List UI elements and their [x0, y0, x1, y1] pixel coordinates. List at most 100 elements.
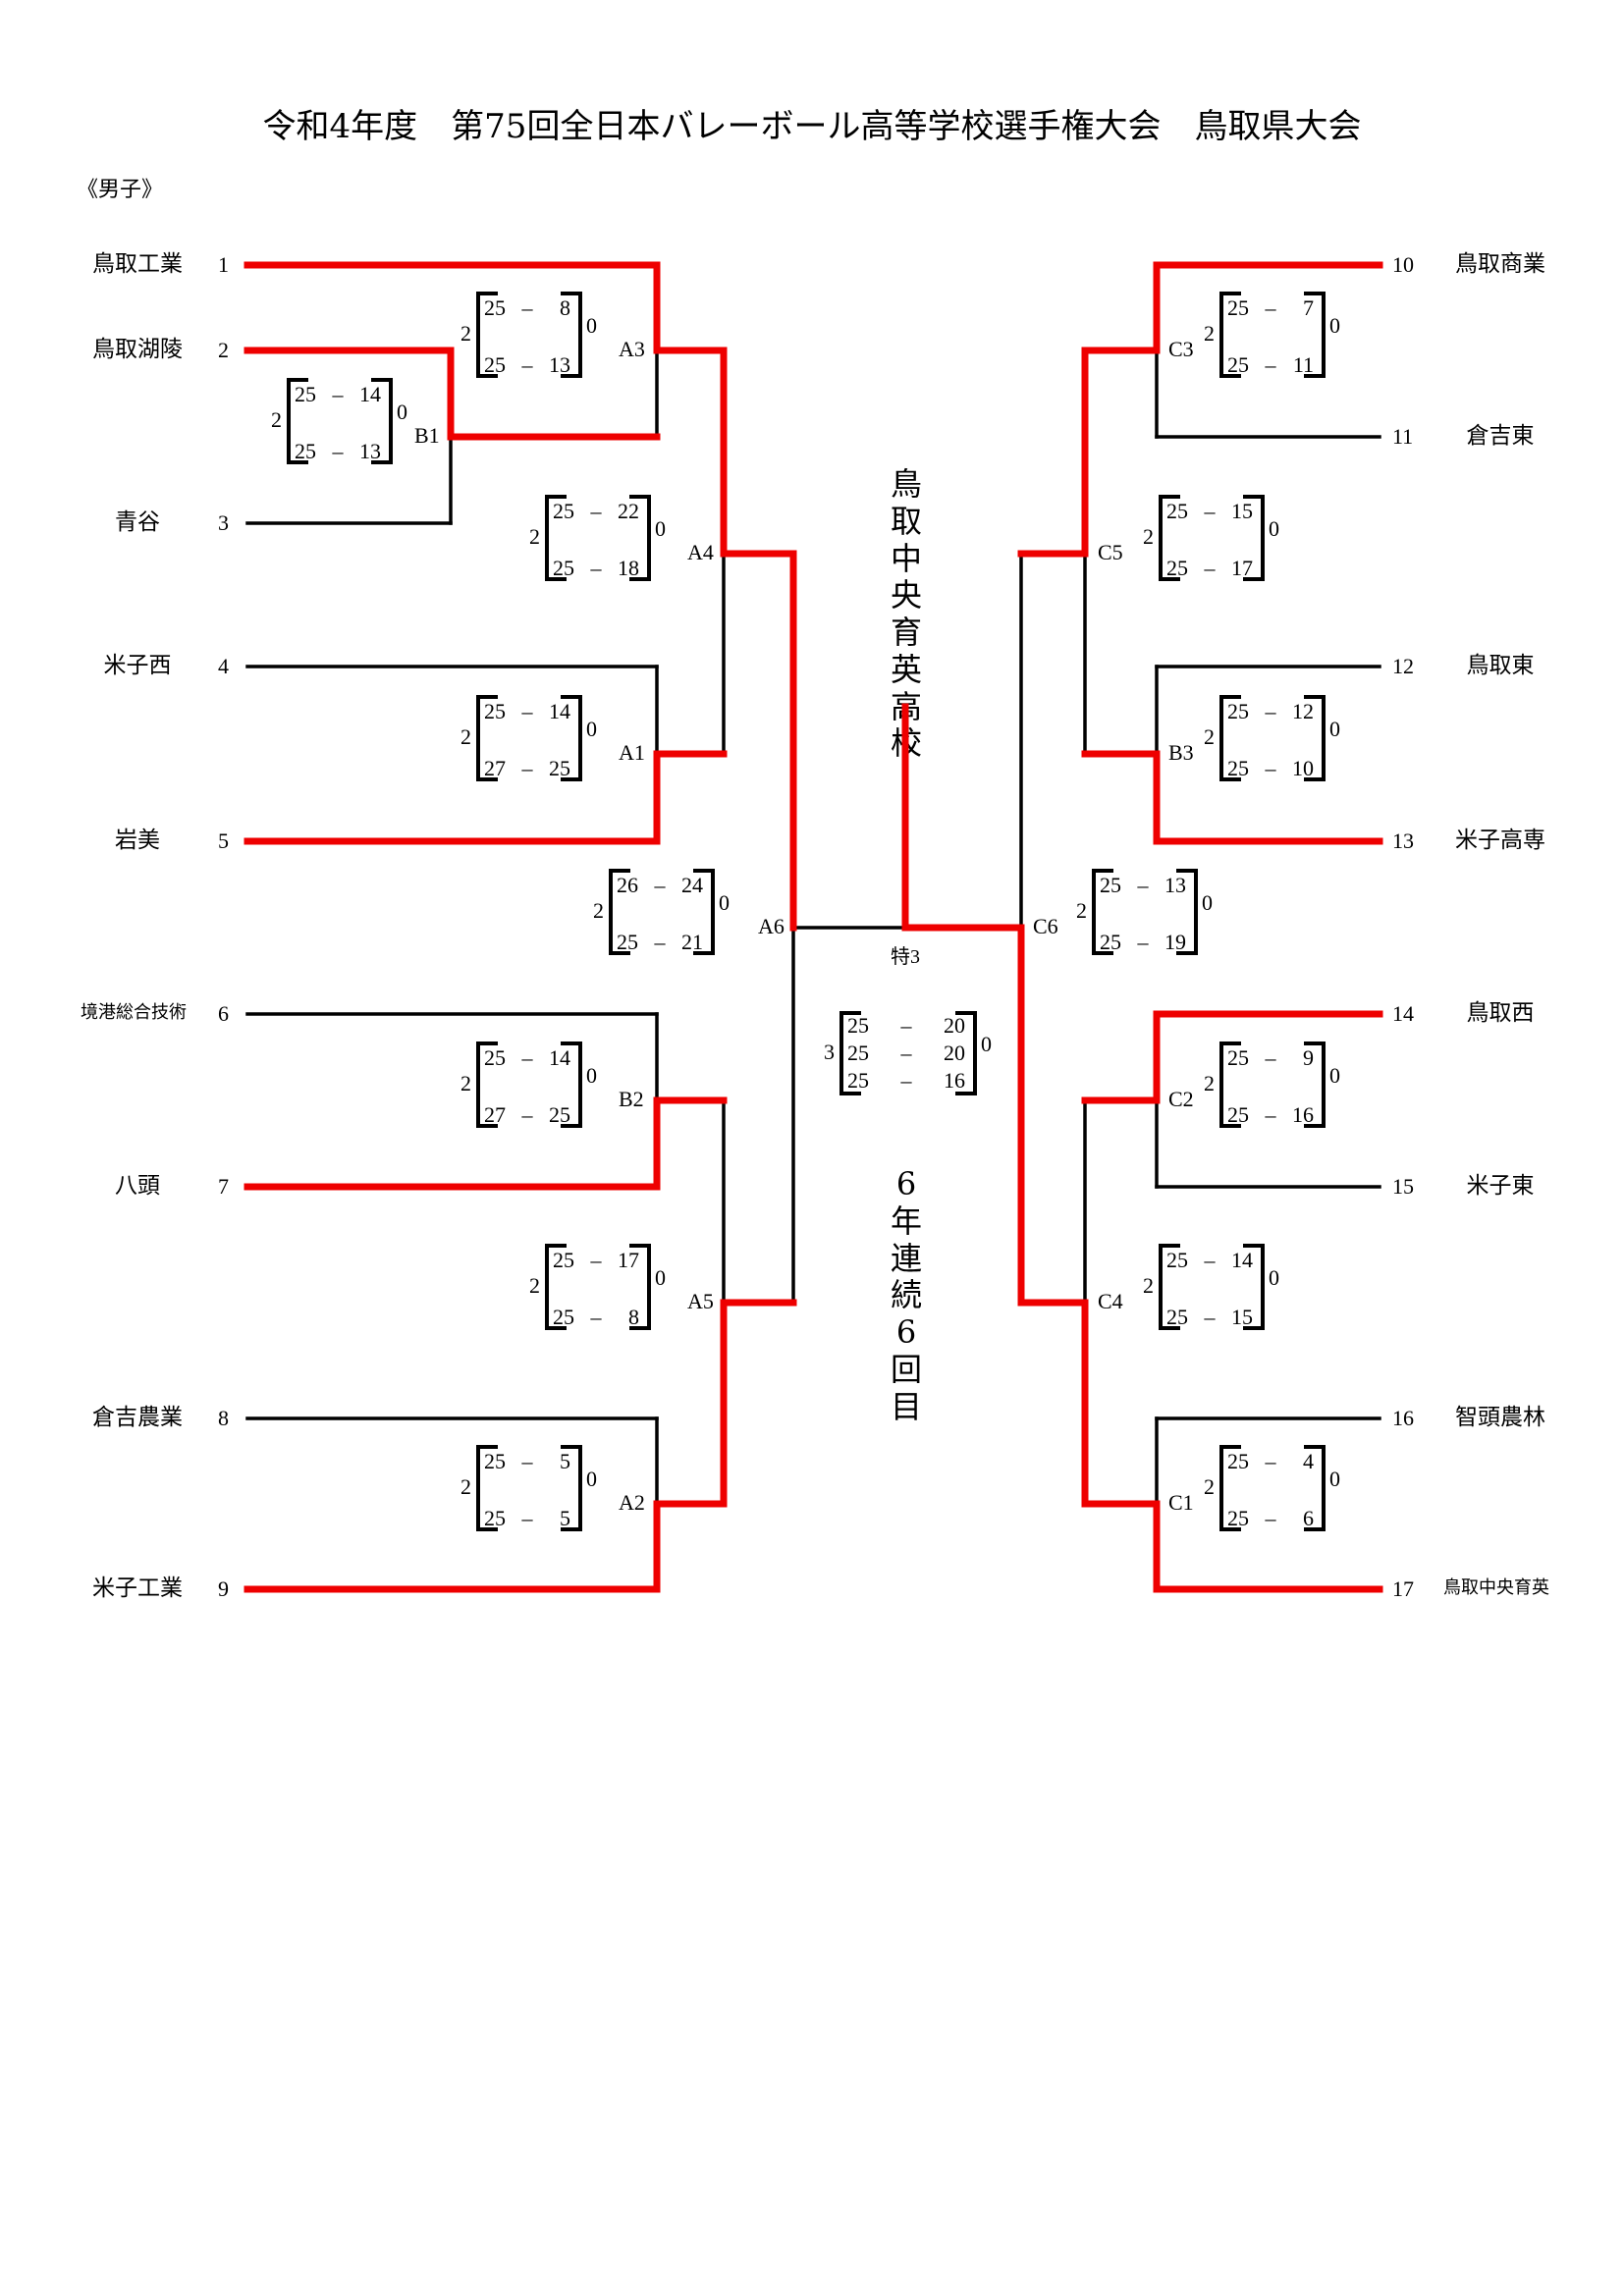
set-points-loser: 16 — [944, 1068, 965, 1093]
champion-streak-note: 6年連続6回目 — [890, 1165, 922, 1425]
score-bracket — [476, 1041, 582, 1128]
set-points-loser: 12 — [1292, 699, 1314, 723]
set-points-winner: 25 — [847, 1041, 869, 1065]
bracket-cap — [1159, 495, 1180, 499]
bracket-cap — [839, 1092, 861, 1095]
score-bracket — [1219, 1445, 1326, 1531]
bracket-cap — [1092, 951, 1113, 955]
set-points-loser: 16 — [1292, 1102, 1314, 1127]
set-dash: – — [1137, 873, 1149, 897]
bracket-cap — [476, 777, 498, 781]
set-dash: – — [654, 873, 666, 897]
set-dash: – — [1265, 756, 1276, 780]
set-score-row: 25–11 — [1227, 354, 1314, 376]
bracket-cap — [1159, 1326, 1180, 1330]
bracket-cap — [1304, 1124, 1326, 1128]
set-score-row: 25–7 — [1227, 297, 1314, 319]
team-name: 米子工業 — [92, 1575, 183, 1601]
bracket-cap — [561, 374, 582, 378]
bracket-cap — [1304, 777, 1326, 781]
team-name: 鳥取湖陵 — [92, 337, 183, 362]
set-points-loser: 20 — [944, 1013, 965, 1038]
set-score-row: 25–21 — [617, 932, 703, 953]
bracket-cap — [476, 292, 498, 295]
set-points-loser: 4 — [1303, 1449, 1314, 1473]
seed-number: 4 — [218, 654, 229, 678]
bracket-cap — [629, 1244, 651, 1248]
sets-lost: 0 — [1202, 890, 1213, 915]
score-bracket — [545, 1244, 651, 1330]
set-dash: – — [1204, 1305, 1216, 1329]
set-points-loser: 17 — [618, 1248, 639, 1272]
bracket-cap — [476, 374, 498, 378]
set-score-row: 25–18 — [553, 558, 639, 579]
bracket-cap — [1219, 1527, 1241, 1531]
bracket-cap — [629, 577, 651, 581]
match-code: A1 — [619, 740, 645, 765]
set-dash: – — [1265, 295, 1276, 320]
set-dash: – — [900, 1041, 912, 1065]
set-dash: – — [521, 1045, 533, 1070]
match-code: C4 — [1098, 1289, 1123, 1313]
set-points-winner: 25 — [1227, 1506, 1249, 1530]
score-bracket — [1159, 1244, 1265, 1330]
sets-won: 2 — [529, 524, 540, 549]
set-points-winner: 25 — [617, 930, 638, 954]
set-points-winner: 25 — [484, 699, 506, 723]
set-points-loser: 8 — [628, 1305, 639, 1329]
sets-lost: 0 — [1329, 1467, 1340, 1491]
team-name: 倉吉農業 — [92, 1405, 183, 1430]
set-points-winner: 25 — [553, 1305, 574, 1329]
set-points-loser: 19 — [1164, 930, 1186, 954]
bracket-cap — [1219, 1445, 1241, 1449]
team-name: 鳥取東 — [1466, 653, 1535, 678]
bracket-cap — [1159, 1244, 1180, 1248]
score-bracket — [839, 1011, 977, 1095]
sets-lost: 0 — [1329, 1063, 1340, 1088]
set-score-row: 25–9 — [1227, 1047, 1314, 1069]
set-points-loser: 14 — [359, 382, 381, 406]
bracket-cap — [1219, 1041, 1241, 1045]
bracket-cap — [1159, 577, 1180, 581]
bracket-cap — [693, 951, 715, 955]
sets-lost: 0 — [1269, 516, 1279, 541]
set-dash: – — [332, 382, 344, 406]
team-name: 米子東 — [1466, 1173, 1535, 1199]
match-code: C3 — [1168, 337, 1194, 361]
set-score-row: 25–22 — [553, 501, 639, 522]
score-bracket — [287, 378, 393, 464]
sets-lost: 0 — [586, 1467, 597, 1491]
set-dash: – — [1204, 499, 1216, 523]
set-points-winner: 25 — [1100, 873, 1121, 897]
score-bracket — [1159, 495, 1265, 581]
team-name: 鳥取西 — [1466, 1000, 1535, 1026]
set-points-loser: 13 — [549, 352, 570, 377]
set-dash: – — [521, 295, 533, 320]
set-score-row: 25–16 — [1227, 1104, 1314, 1126]
bracket-cap — [609, 951, 630, 955]
bracket-cap — [1219, 292, 1241, 295]
bracket-cap — [287, 460, 308, 464]
set-points-loser: 14 — [549, 699, 570, 723]
set-points-winner: 25 — [553, 499, 574, 523]
team-name: 境港総合技術 — [81, 1002, 187, 1023]
bracket-cap — [476, 1527, 498, 1531]
bracket-cap — [1243, 577, 1265, 581]
bracket-cap — [371, 378, 393, 382]
bracket-cap — [1304, 292, 1326, 295]
bracket-cap — [545, 577, 567, 581]
set-points-loser: 13 — [359, 439, 381, 463]
set-score-row: 25–8 — [484, 297, 570, 319]
sets-won: 2 — [460, 724, 471, 749]
sets-lost: 0 — [1329, 313, 1340, 338]
set-dash: – — [1204, 556, 1216, 580]
set-points-loser: 17 — [1231, 556, 1253, 580]
bracket-cap — [476, 1124, 498, 1128]
set-points-winner: 25 — [553, 556, 574, 580]
bracket-cap — [1304, 695, 1326, 699]
set-points-winner: 25 — [1227, 1449, 1249, 1473]
set-score-row: 25–13 — [484, 354, 570, 376]
set-points-loser: 14 — [1231, 1248, 1253, 1272]
seed-number: 15 — [1392, 1174, 1414, 1199]
